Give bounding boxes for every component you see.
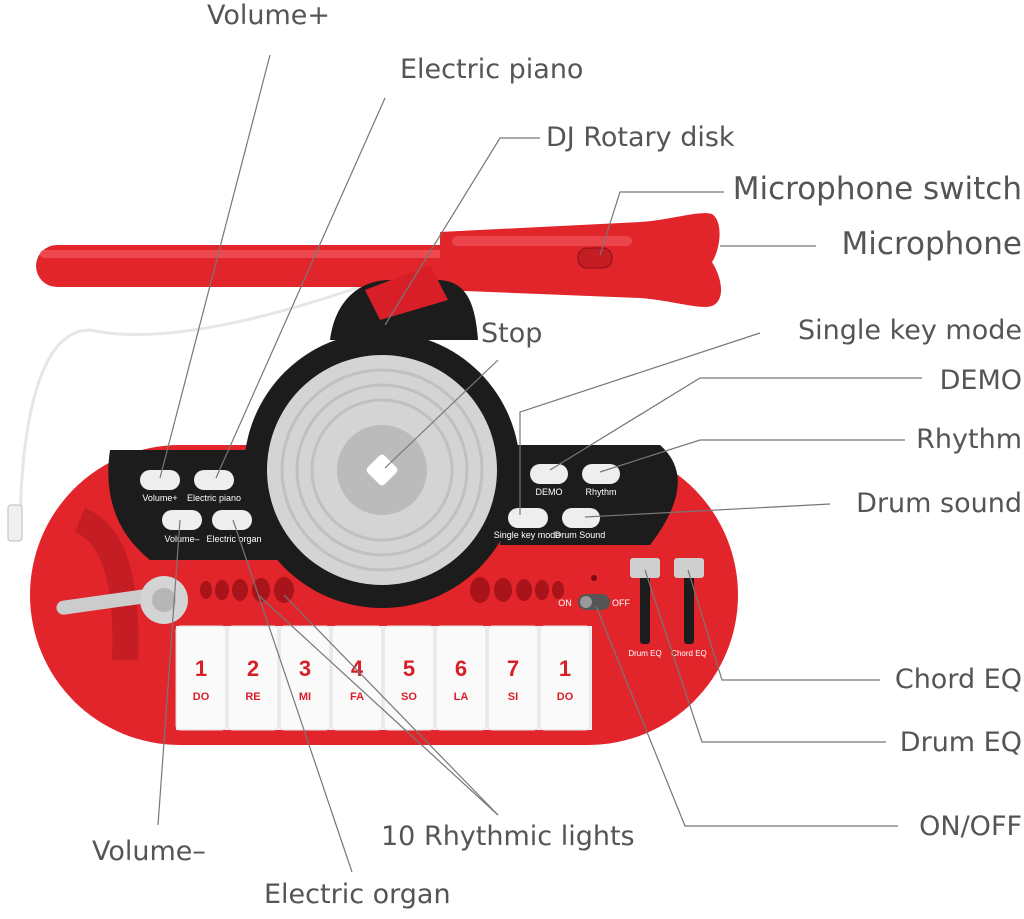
switch-off-label: OFF: [612, 598, 630, 608]
microphone-switch[interactable]: [577, 247, 613, 269]
key-number: 6: [455, 656, 467, 681]
key-number: 5: [403, 656, 415, 681]
microphone-stand: [330, 265, 478, 340]
chord-eq-slider[interactable]: [674, 558, 704, 644]
leader-mic-switch: [599, 191, 724, 256]
drum-sound-button[interactable]: [562, 508, 600, 528]
leader-drum-sound: [584, 503, 831, 518]
electric-organ-button[interactable]: [212, 510, 252, 530]
volume-minus-button[interactable]: [162, 510, 202, 530]
crank-arm: [56, 507, 188, 661]
demo-button[interactable]: [530, 464, 568, 484]
piano-key[interactable]: 2 RE: [227, 625, 279, 731]
key-note: MI: [299, 691, 311, 703]
key-note: SI: [508, 691, 518, 703]
leader-single-key: [519, 332, 761, 515]
callout-microphone-switch: Microphone switch: [732, 171, 1022, 207]
piano-key[interactable]: 1 DO: [175, 625, 227, 731]
rhythm-panel-label: Rhythm: [585, 487, 616, 497]
leader-demo: [549, 377, 922, 471]
electric-organ-panel-label: Electric organ: [206, 534, 261, 544]
leader-dj-disk: [384, 137, 540, 326]
callout-on-off: ON/OFF: [919, 811, 1022, 842]
electric-piano-button[interactable]: [194, 470, 234, 490]
leader-rhythm: [599, 439, 905, 473]
callout-rhythm: Rhythm: [916, 424, 1022, 455]
leader-volume-plus: [159, 54, 271, 479]
rhythmic-lights-right: [470, 577, 564, 603]
key-number: 2: [247, 656, 259, 681]
piano-key[interactable]: 7 SI: [487, 625, 539, 731]
chord-eq-panel-label: Chord EQ: [671, 649, 707, 658]
callout-microphone: Microphone: [841, 226, 1022, 262]
single-key-mode-button[interactable]: [508, 508, 548, 528]
key-number: 1: [195, 656, 207, 681]
rhythmic-lights-left: [200, 577, 294, 603]
leader-electric-organ: [232, 519, 353, 873]
callout-demo: DEMO: [939, 365, 1022, 396]
electric-piano-panel-label: Electric piano: [187, 493, 241, 503]
key-note: SO: [401, 691, 417, 703]
callout-drum-eq: Drum EQ: [899, 727, 1022, 758]
on-off-switch[interactable]: [578, 594, 610, 610]
callout-volume-plus: Volume+: [207, 0, 331, 31]
leader-lights-b: [257, 594, 499, 816]
piano-key[interactable]: 3 MI: [279, 625, 331, 731]
callout-stop: Stop: [481, 318, 543, 349]
leader-lights-a: [283, 594, 499, 816]
callout-rhythmic-lights: 10 Rhythmic lights: [381, 821, 635, 852]
drum-eq-slider[interactable]: [630, 558, 660, 644]
piano-key[interactable]: 6 LA: [435, 625, 487, 731]
piano-key[interactable]: 4 FA: [331, 625, 383, 731]
volume-plus-button[interactable]: [140, 470, 180, 490]
key-note: DO: [557, 691, 574, 703]
key-number: 1: [559, 656, 571, 681]
leader-stop: [384, 359, 499, 469]
switch-on-label: ON: [558, 598, 572, 608]
key-number: 3: [299, 656, 311, 681]
callout-drum-sound: Drum sound: [856, 488, 1022, 519]
callout-dj-rotary-disk: DJ Rotary disk: [546, 122, 735, 153]
drum-sound-panel-label: Drum Sound: [555, 530, 606, 540]
piano-key[interactable]: 1 DO: [539, 625, 591, 731]
key-note: RE: [245, 691, 260, 703]
callout-volume-minus: Volume–: [92, 836, 206, 867]
piano-key[interactable]: 5 SO: [383, 625, 435, 731]
leader-volume-minus: [157, 519, 181, 826]
cable-plug: [7, 504, 23, 542]
callout-electric-piano: Electric piano: [400, 54, 584, 85]
key-note: LA: [454, 691, 469, 703]
leader-lines: [157, 54, 922, 873]
callout-single-key-mode: Single key mode: [797, 315, 1022, 346]
leader-on-off: [595, 605, 898, 827]
volume-minus-panel-label: Volume–: [164, 534, 199, 544]
single-key-mode-panel-label: Single key mode: [494, 530, 561, 540]
drum-eq-panel-label: Drum EQ: [628, 649, 661, 658]
callout-electric-organ: Electric organ: [264, 879, 451, 910]
leader-chord-eq: [687, 569, 880, 681]
volume-plus-panel-label: Volume+: [142, 493, 177, 503]
indicator-light: [591, 575, 597, 581]
key-number: 4: [351, 656, 364, 681]
stop-button[interactable]: [365, 453, 399, 487]
demo-panel-label: DEMO: [536, 487, 563, 497]
callout-chord-eq: Chord EQ: [894, 664, 1022, 695]
microphone-cable: [18, 256, 441, 541]
key-number: 7: [507, 656, 519, 681]
key-note: DO: [193, 691, 210, 703]
leader-electric-piano: [215, 97, 386, 479]
key-note: FA: [350, 691, 364, 703]
leader-drum-eq: [644, 569, 886, 743]
